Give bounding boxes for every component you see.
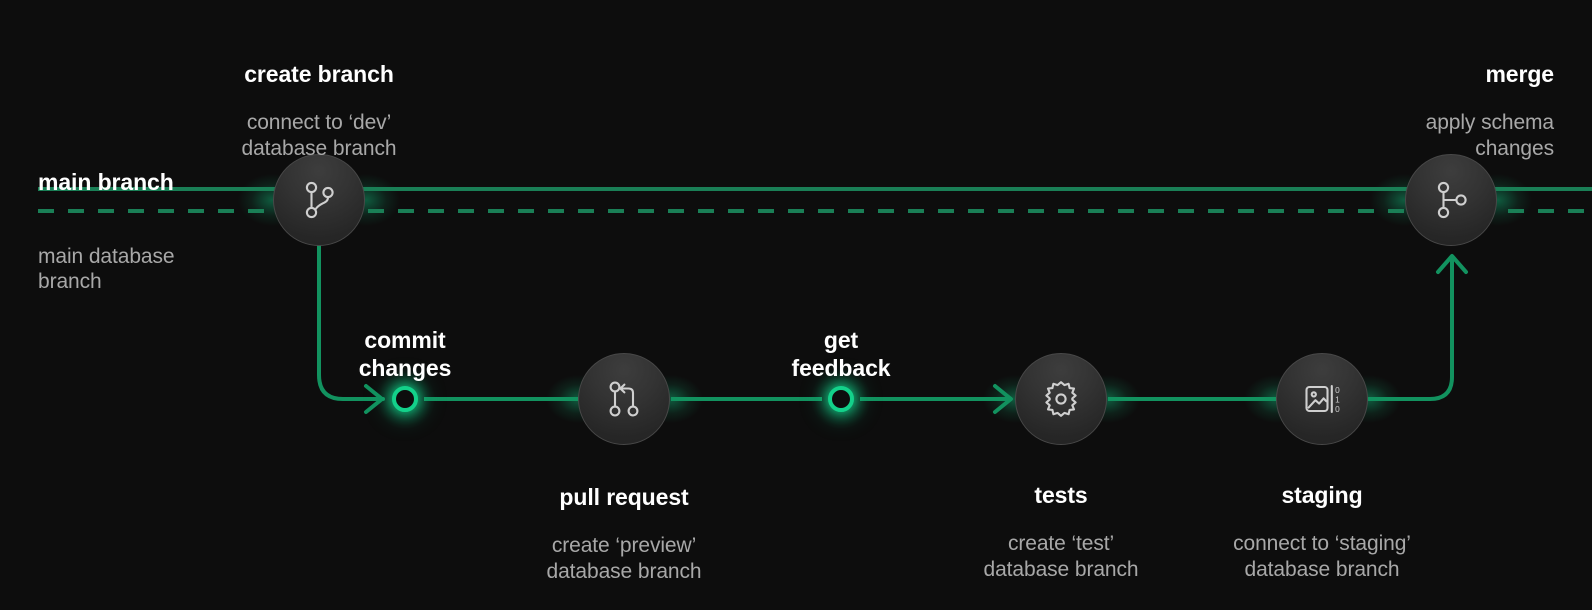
node-tests[interactable] — [1015, 353, 1107, 445]
tests-subtitle: create ‘test’ database branch — [983, 532, 1139, 581]
get-feedback-title: get feedback — [791, 326, 891, 381]
node-pull-request[interactable] — [578, 353, 670, 445]
get-feedback-label: get feedback — [741, 306, 941, 401]
pull-request-title: pull request — [559, 483, 689, 510]
create-branch-subtitle: connect to ‘dev’ database branch — [241, 111, 397, 160]
commit-changes-title: commit changes — [358, 326, 452, 381]
commit-changes-label: commit changes — [305, 306, 505, 401]
main-branch-lane-label: main branch — [38, 148, 174, 215]
gear-icon — [1038, 376, 1084, 422]
git-branch-icon — [296, 177, 342, 223]
merge-title: merge — [1485, 60, 1554, 87]
node-get-feedback[interactable] — [828, 386, 854, 412]
merge-label: merge apply schema changes — [1224, 40, 1554, 181]
main-branch-title: main branch — [38, 168, 174, 195]
svg-text:0: 0 — [1335, 404, 1340, 414]
create-branch-to-commit-wire — [317, 244, 385, 414]
staging-to-merge-wire — [1367, 254, 1468, 401]
staging-title: staging — [1281, 481, 1363, 508]
node-staging[interactable]: 0 1 0 — [1276, 353, 1368, 445]
create-branch-label: create branch connect to ‘dev’ database … — [169, 40, 469, 181]
staging-subtitle: connect to ‘staging’ database branch — [1233, 532, 1411, 581]
pull-request-subtitle: create ‘preview’ database branch — [546, 534, 702, 583]
tests-label: tests create ‘test’ database branch — [911, 461, 1211, 602]
node-merge[interactable] — [1405, 154, 1497, 246]
node-commit-changes[interactable] — [392, 386, 418, 412]
staging-label: staging connect to ‘staging’ database br… — [1172, 461, 1472, 602]
main-database-branch-title: main database branch — [38, 244, 175, 294]
merge-subtitle: apply schema changes — [1425, 111, 1554, 160]
main-database-branch-lane-label: main database branch — [38, 224, 175, 314]
node-create-branch[interactable] — [273, 154, 365, 246]
svg-text:1: 1 — [1335, 395, 1340, 405]
tests-title: tests — [1034, 481, 1088, 508]
git-merge-icon — [1428, 177, 1474, 223]
create-branch-title: create branch — [244, 60, 394, 87]
pull-request-label: pull request create ‘preview’ database b… — [474, 463, 774, 604]
image-binary-icon: 0 1 0 — [1299, 376, 1345, 422]
git-pull-request-icon — [601, 376, 647, 422]
feedback-to-tests-wire — [860, 384, 1013, 414]
svg-text:0: 0 — [1335, 385, 1340, 395]
